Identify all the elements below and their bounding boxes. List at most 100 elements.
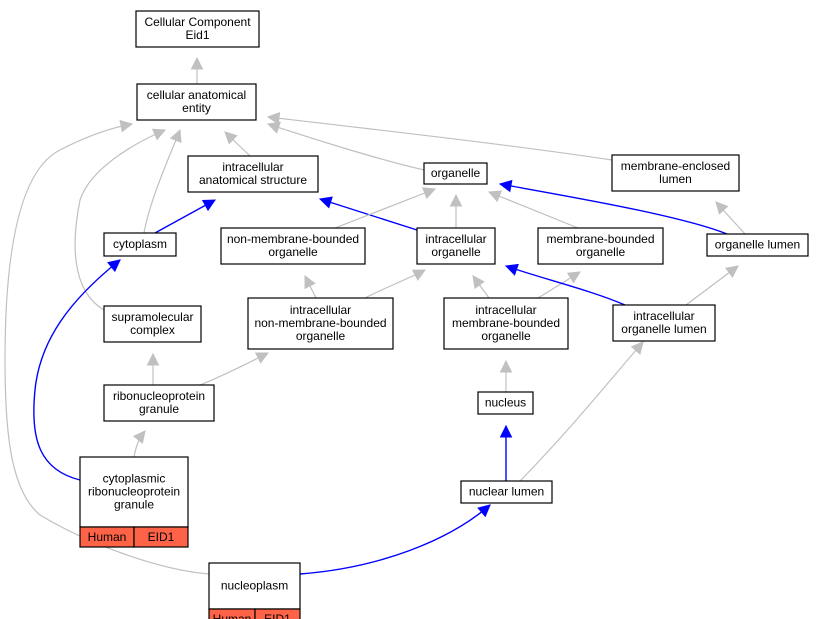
arrowhead [715, 201, 729, 215]
arrowhead [725, 265, 739, 278]
edge-line [334, 188, 436, 229]
node-nuclear-lumen[interactable]: nuclear lumen [460, 480, 553, 504]
edge-part-of-cytoplasm-to-intracellular-anatomical-structure [154, 199, 216, 234]
node-label-line: organelle [268, 245, 318, 259]
node-label-line: ribonucleoprotein [88, 485, 180, 499]
node-label-line: nuclear lumen [469, 485, 544, 499]
node-nucleoplasm[interactable]: nucleoplasm [208, 562, 301, 610]
arrowhead [411, 269, 426, 281]
edge-is-a-cytoplasmic-ribonucleoprotein-granule-to-ribonucleoprotein-granule [132, 430, 146, 458]
node-label-line: anatomical structure [199, 173, 307, 187]
node-organelle-lumen[interactable]: organelle lumen [706, 233, 809, 257]
annotation-cell [254, 608, 301, 619]
arrowhead [498, 179, 513, 193]
edge-part-of-cytoplasmic-ribonucleoprotein-granule-to-cytoplasm [33, 259, 121, 481]
node-label-line: non-membrane-bounded [227, 232, 359, 246]
node-box [103, 384, 215, 422]
node-label-line: intracellular [633, 309, 694, 323]
annotation-cell [133, 526, 189, 548]
node-box [416, 227, 496, 265]
node-cytoplasm[interactable]: cytoplasm [103, 232, 177, 257]
edge-is-a-organelle-lumen-to-membrane-enclosed-lumen [715, 201, 746, 235]
arrowhead [169, 128, 182, 144]
edge-part-of-organelle-lumen-to-organelle [498, 179, 728, 235]
node-intracellular-non-membrane-bounded-organelle[interactable]: intracellularnon-membrane-boundedorganel… [247, 297, 394, 350]
node-box [460, 480, 553, 504]
edge-is-a-nucleus-to-intracellular-membrane-bounded-organelle [499, 359, 513, 392]
node-label-line: organelle [431, 245, 481, 259]
node-label-line: membrane-bounded [452, 316, 560, 330]
arrowhead [190, 56, 204, 70]
edge-is-a-intracellular-membrane-bounded-organelle-to-membrane-bounded-organelle [537, 271, 581, 299]
edge-is-a-non-membrane-bounded-organelle-to-organelle [334, 187, 437, 229]
node-label-line: intracellular [475, 303, 536, 317]
arrowhead [421, 187, 437, 200]
edge-is-a-intracellular-anatomical-structure-to-cellular-anatomical-entity [224, 131, 251, 157]
arrowhead [107, 259, 121, 273]
node-box [537, 227, 664, 265]
node-box [477, 391, 534, 415]
node-label-line: granule [114, 498, 154, 512]
annotation-species: Human [213, 612, 252, 619]
arrowhead [477, 504, 491, 518]
node-label-line: intracellular [425, 232, 486, 246]
node-box [135, 10, 260, 48]
edge-part-of-nuclear-lumen-to-nucleus [499, 424, 513, 481]
node-label-line: supramolecular [111, 310, 193, 324]
node-organelle[interactable]: organelle [423, 162, 488, 185]
annotation-gene: EID1 [264, 612, 291, 619]
node-label-line: organelle lumen [621, 322, 706, 336]
node-label-line: complex [130, 323, 175, 337]
edge-is-a-intracellular-membrane-bounded-organelle-to-intracellular-organelle [472, 275, 490, 299]
edge-line [299, 504, 491, 575]
edge-is-a-cellular-anatomical-entity-to-cellular-component [190, 56, 204, 84]
node-label-line: cytoplasm [113, 237, 167, 251]
arrowhead [151, 128, 167, 141]
arrowhead [566, 271, 581, 284]
edge-is-a-organelle-to-cellular-anatomical-entity [266, 121, 425, 171]
annotation-row: Human EID1 [79, 526, 189, 548]
edge-line [519, 341, 644, 482]
edge-is-a-nuclear-lumen-to-intracellular-organelle-lumen [519, 341, 644, 482]
node-label-line: intracellular [222, 160, 283, 174]
arrowhead [132, 430, 146, 444]
edge-layer [4, 56, 746, 575]
node-box [103, 305, 202, 343]
node-nucleus[interactable]: nucleus [477, 391, 534, 415]
node-box [611, 154, 740, 192]
node-box [208, 562, 301, 610]
arrowhead [266, 112, 281, 125]
arrowhead [201, 199, 216, 212]
edge-is-a-ribonucleoprotein-granule-to-intracellular-non-membrane-bounded-organelle [199, 352, 269, 386]
edge-is-a-intracellular-organelle-to-organelle [449, 193, 463, 228]
node-label-line: entity [182, 101, 211, 115]
node-label-line: organelle [481, 329, 531, 343]
node-box [612, 304, 716, 342]
node-box [136, 83, 257, 121]
node-label-line: organelle [431, 166, 481, 180]
edge-line [33, 259, 121, 481]
arrowhead [146, 352, 160, 366]
node-label-line: nucleoplasm [221, 579, 288, 593]
node-box [79, 456, 189, 528]
annotation-species: Human [88, 530, 127, 544]
node-box [706, 233, 809, 257]
annotation-gene: EID1 [148, 530, 175, 544]
edge-is-a-intracellular-non-membrane-bounded-organelle-to-non-membrane-bounded-organelle [304, 275, 317, 299]
edge-part-of-intracellular-organelle-lumen-to-intracellular-organelle [504, 263, 626, 306]
node-label-line: membrane-enclosed [621, 159, 730, 173]
node-label-line: ribonucleoprotein [113, 389, 205, 403]
